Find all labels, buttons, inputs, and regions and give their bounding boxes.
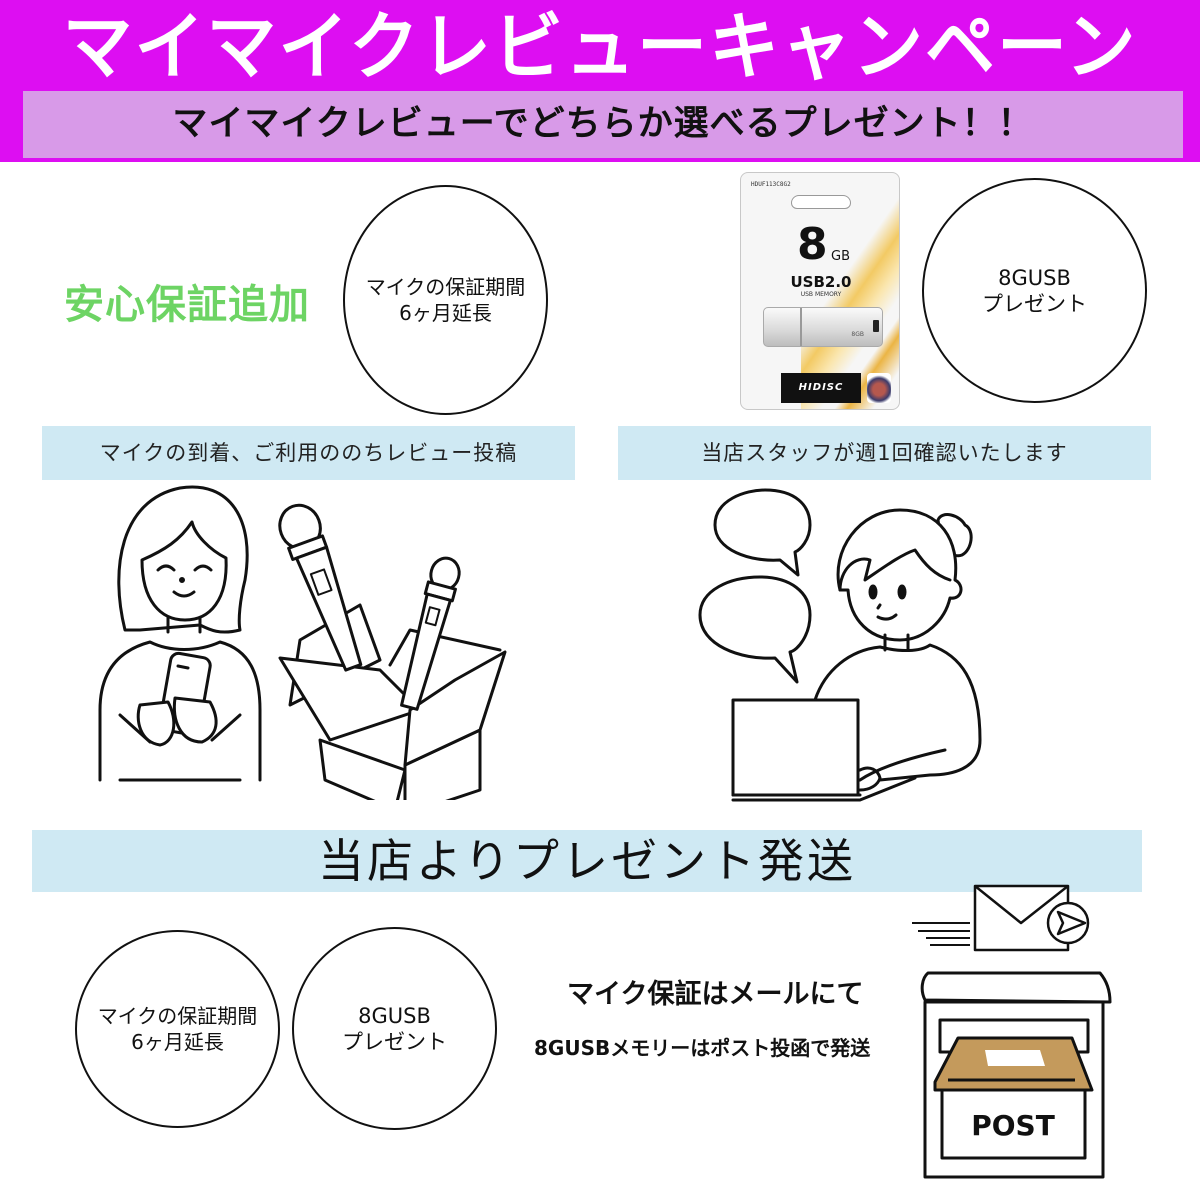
campaign-title: マイマイクレビューキャンペーン <box>62 3 1138 91</box>
usb-stick-label: 8GB <box>851 331 864 338</box>
usb-line-2: プレゼント <box>982 291 1087 316</box>
email-delivery-note: マイク保証はメールにて <box>567 979 864 1010</box>
product-code: HDUF113C8G2 <box>751 181 791 188</box>
staff-at-laptop-illustration <box>698 488 982 802</box>
usb-stick-icon: 8GB <box>763 307 883 347</box>
hang-tab-icon <box>791 195 851 209</box>
usb-memory-package-image: HDUF113C8G2 8 GB USB2.0 USB MEMORY 8GB H… <box>740 172 900 410</box>
campaign-subtitle: マイマイクレビューでどちらか選べるプレゼント！！ <box>172 104 1034 144</box>
mascot-icon <box>867 373 891 403</box>
woman-with-phone-illustration <box>98 485 507 800</box>
shipping-usb-line-2: プレゼント <box>342 1029 447 1054</box>
package-swoosh-decoration <box>801 173 899 409</box>
warranty-offer-circle: マイクの保証期間 6ヶ月延長 <box>343 185 548 415</box>
usb-offer-circle: 8GUSB プレゼント <box>922 178 1147 403</box>
motion-lines-icon <box>912 922 970 946</box>
step-1-label: マイクの到着、ご利用ののちレビュー投稿 <box>42 426 575 480</box>
brand-logo: HIDISC <box>781 373 861 403</box>
peace-of-mind-heading: 安心保証追加 <box>64 282 310 328</box>
warranty-line-1: マイクの保証期間 <box>365 275 526 299</box>
send-icon <box>1046 901 1090 945</box>
shipping-warranty-line-1: マイクの保証期間 <box>97 1004 258 1028</box>
package-capacity-unit: GB <box>831 249 850 264</box>
shipping-usb-line-1: 8GUSB <box>358 1003 431 1028</box>
speech-bubble-icon <box>698 575 812 684</box>
warranty-line-2: 6ヶ月延長 <box>399 301 492 325</box>
package-type: USB MEMORY <box>800 291 842 298</box>
header-banner: マイマイクレビューキャンペーン マイマイクレビューでどちらか選べるプレゼント！！ <box>0 0 1200 162</box>
usb-port-icon <box>873 320 879 332</box>
shipping-warranty-circle: マイクの保証期間 6ヶ月延長 <box>75 930 280 1128</box>
mailbox-post-label: POST <box>971 1109 1055 1142</box>
subtitle-banner: マイマイクレビューでどちらか選べるプレゼント！！ <box>23 91 1183 158</box>
usb-line-1: 8GUSB <box>998 265 1071 290</box>
step-2-label: 当店スタッフが週1回確認いたします <box>618 426 1151 480</box>
mailbox-illustration: POST <box>912 884 1112 1179</box>
package-usb-standard: USB2.0 <box>790 273 852 291</box>
package-capacity: 8 <box>797 219 828 270</box>
usb-stick-cap <box>764 308 802 346</box>
post-delivery-note: 8GUSBメモリーはポスト投函で発送 <box>534 1036 871 1060</box>
shipping-section-heading: 当店よりプレゼント発送 <box>32 830 1142 892</box>
shipping-warranty-line-2: 6ヶ月延長 <box>131 1030 224 1054</box>
shipping-usb-circle: 8GUSB プレゼント <box>292 927 497 1130</box>
speech-bubble-icon <box>713 488 812 577</box>
